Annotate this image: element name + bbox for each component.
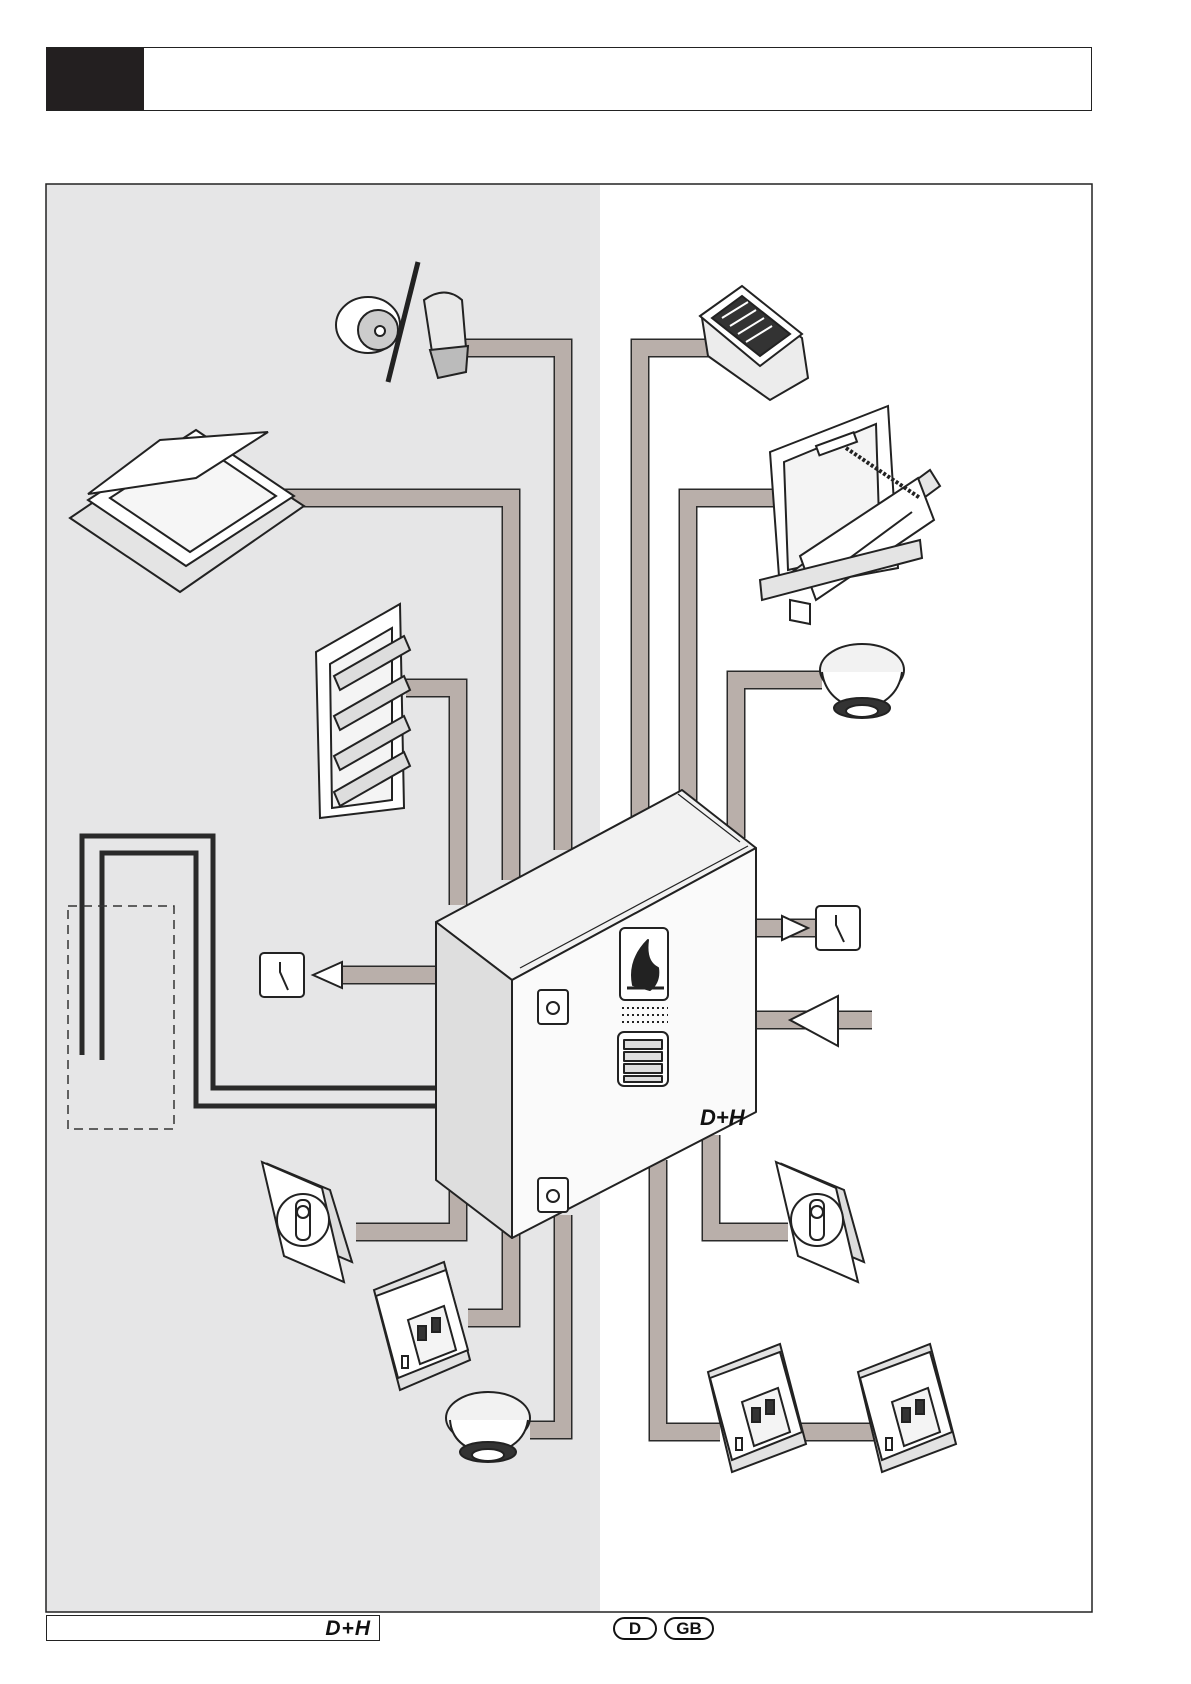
input-arrow-right [790,996,838,1046]
cabinet-logo: D+H [700,1105,746,1130]
window-drive-icon [760,406,940,624]
fire-contact-right [782,906,860,950]
smoke-detector-right [820,644,904,718]
footer-logo: D+H [325,1617,371,1641]
rain-sensor-icon [700,286,808,400]
pushbutton-right-2 [858,1344,956,1472]
cable-key-switch-right [711,1135,788,1232]
beacon-icon [424,293,466,353]
pushbutton-right-1 [708,1344,806,1472]
arrow-left-icon [790,996,838,1046]
cable-rain-sensor [640,348,710,830]
language-badge-gb: GB [664,1617,714,1640]
language-badge-d: D [613,1617,657,1640]
footer-bar: D+H [46,1615,380,1641]
cable-smoke-detector-right [736,680,822,838]
key-switch-right [776,1162,864,1282]
